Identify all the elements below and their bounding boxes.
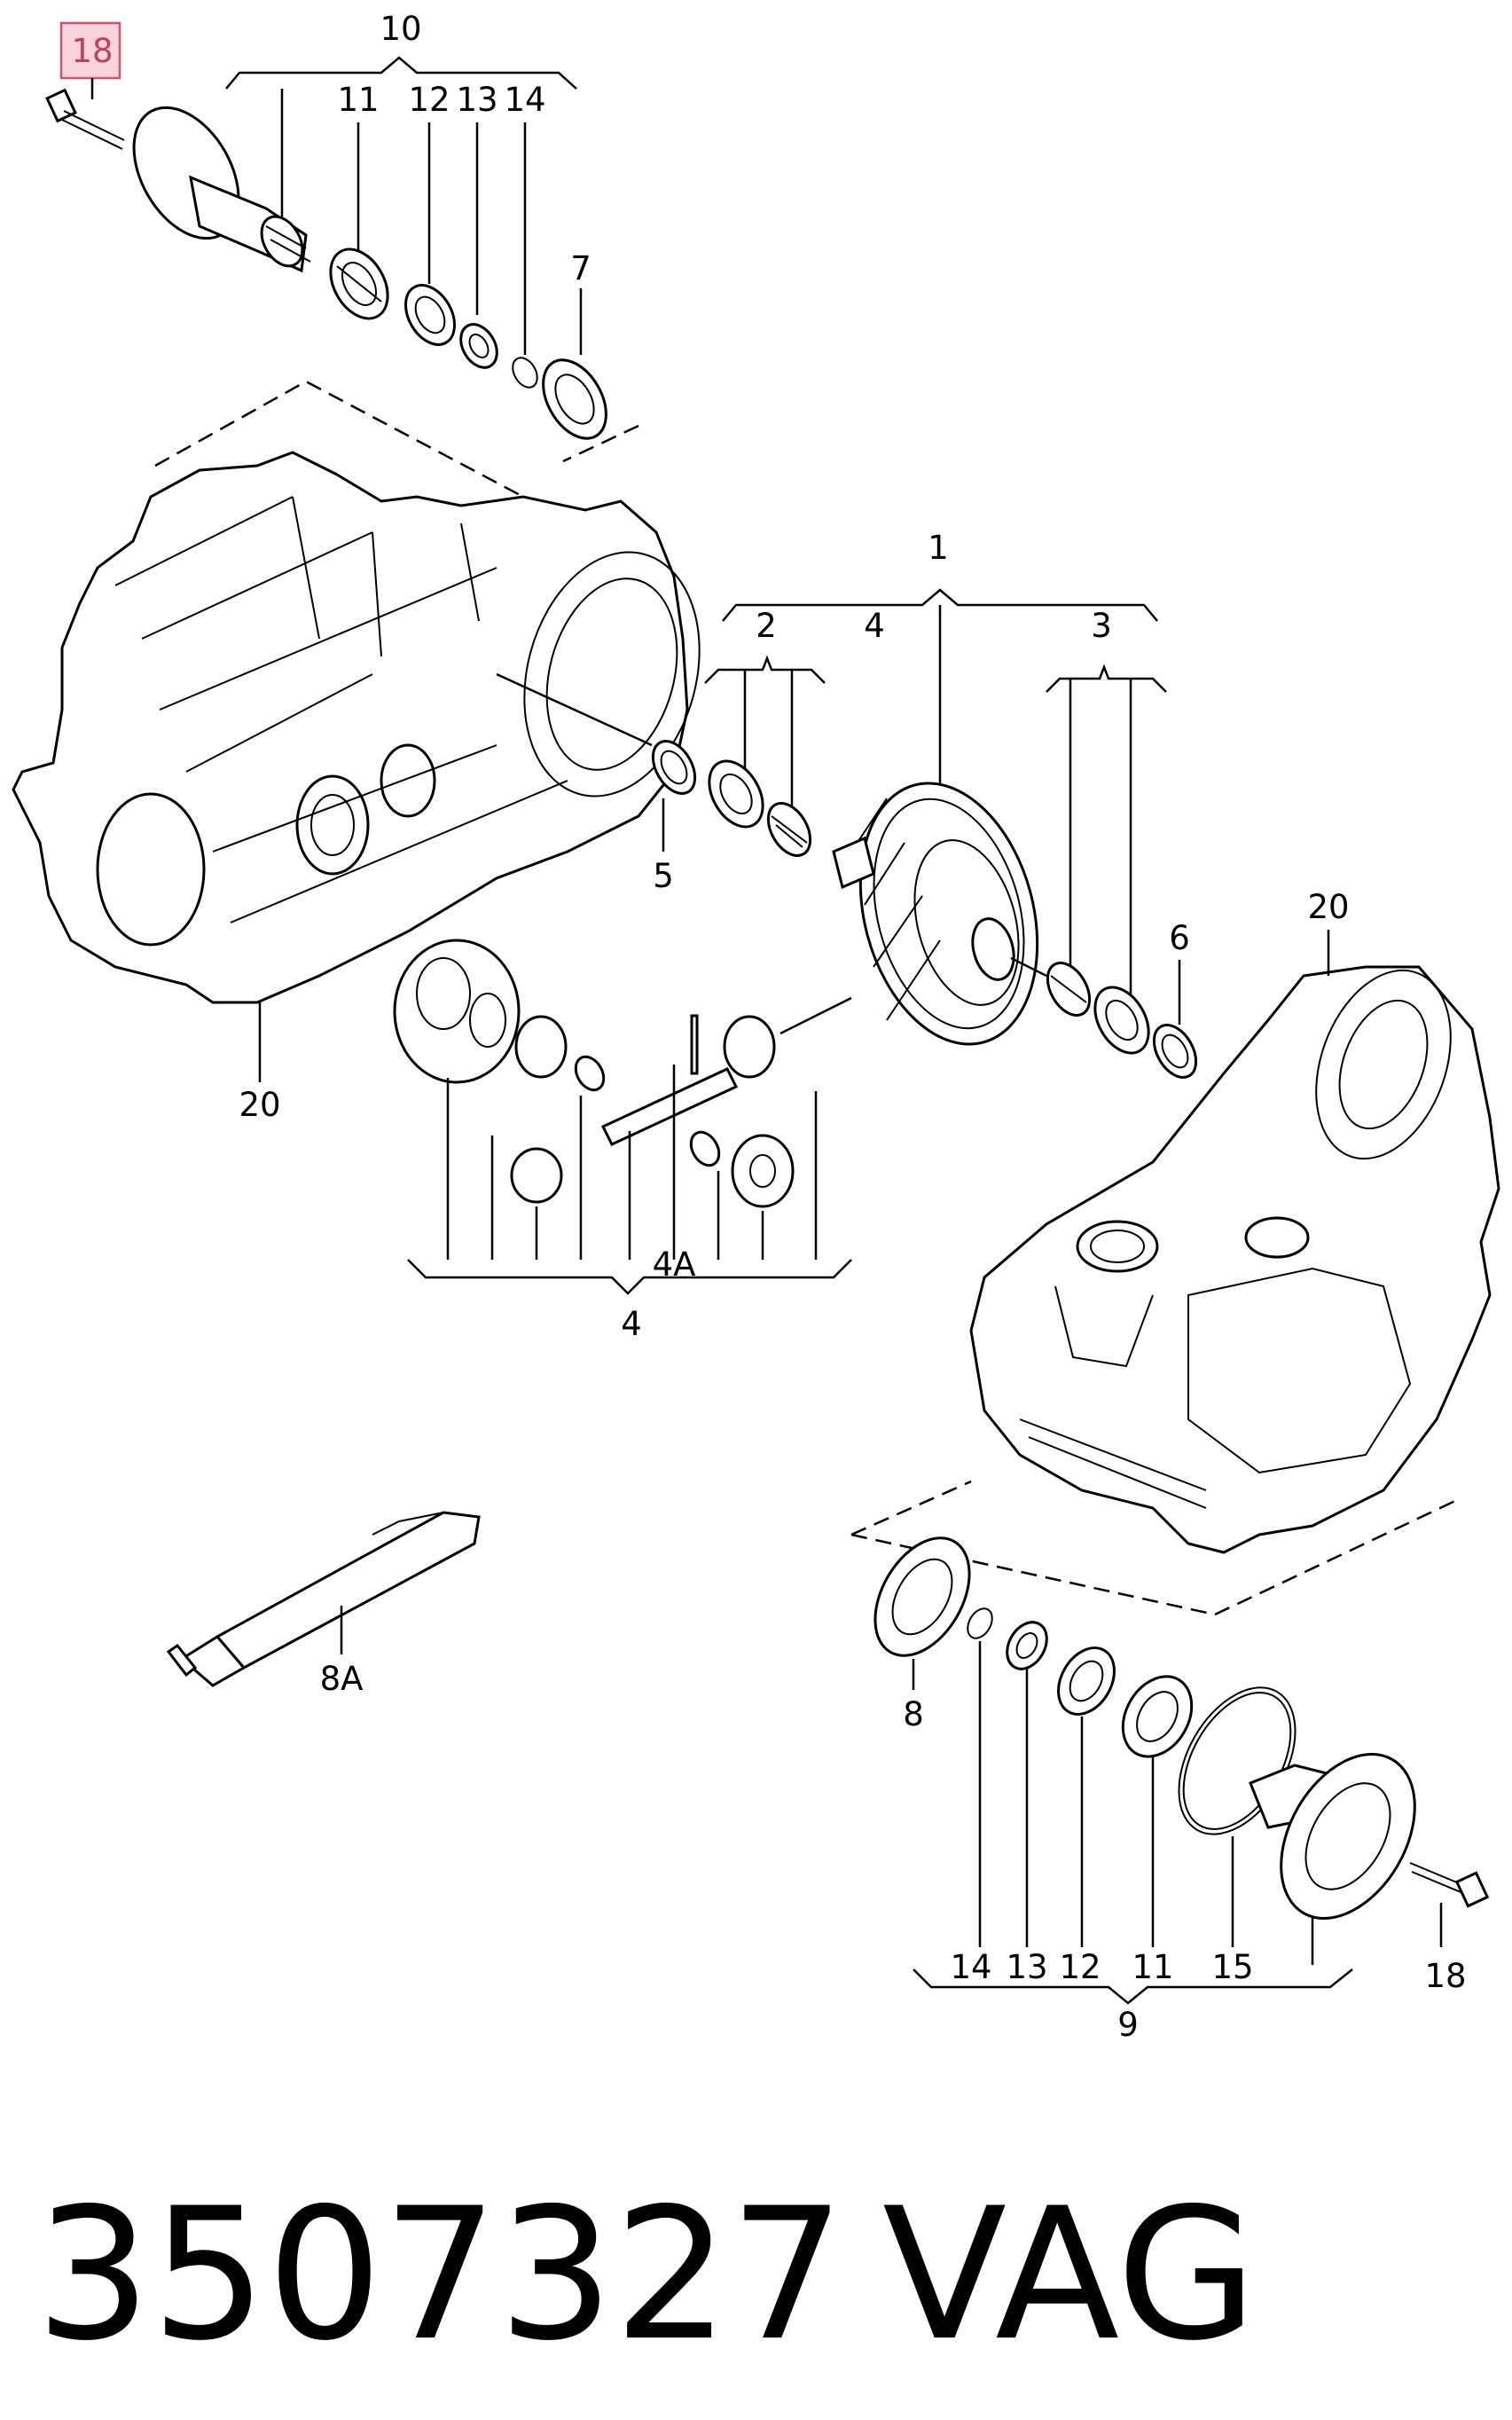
oil-seal-7 xyxy=(542,358,607,440)
callout-c4-bottom: 4 xyxy=(621,1305,642,1343)
planet-gear-left xyxy=(514,1015,568,1079)
taper-bearing-11-top xyxy=(329,248,389,320)
sealant-tube-8a: 8A xyxy=(166,1511,481,1698)
callout-c11-top: 11 xyxy=(337,81,379,119)
callout-c10: 10 xyxy=(380,10,421,48)
callout-c9: 9 xyxy=(1117,2006,1139,2044)
callout-c6: 6 xyxy=(1169,919,1190,957)
callout-c1: 1 xyxy=(928,529,949,567)
callout-c20-right: 20 xyxy=(1307,888,1349,926)
pin-4a xyxy=(690,1014,699,1075)
callout-c4a: 4A xyxy=(653,1245,696,1284)
bearing-race-3 xyxy=(1093,986,1150,1055)
callout-c8a: 8A xyxy=(320,1660,364,1698)
transmission-housing-right: 20 xyxy=(850,888,1500,1616)
callout-c5: 5 xyxy=(653,857,674,895)
oil-seal-8 xyxy=(874,1536,971,1657)
callout-18-highlighted[interactable]: 18 xyxy=(59,21,121,80)
nut-13-top xyxy=(459,323,498,369)
part-number: 3507327 xyxy=(35,2170,845,2381)
planet-gear-right xyxy=(723,1015,776,1079)
crown-wheel xyxy=(832,782,1039,1046)
callout-c13-top: 13 xyxy=(456,81,497,119)
callout-c15: 15 xyxy=(1211,1948,1253,1986)
callout-c18-top: 18 xyxy=(71,32,113,70)
callout-c3: 3 xyxy=(1091,607,1112,645)
callout-c8: 8 xyxy=(903,1695,924,1733)
drive-flange-top xyxy=(132,106,311,273)
callout-c14-top: 14 xyxy=(504,81,545,119)
bolt-18-bottom xyxy=(1409,1862,1490,1908)
side-gear-left xyxy=(510,1147,563,1204)
shim-6 xyxy=(1152,1024,1198,1079)
shim-5: 5 xyxy=(651,740,697,895)
callout-c14-bottom: 14 xyxy=(950,1948,991,1986)
drive-flange-group-bottom: 8 18 14 13 xyxy=(874,1536,1490,2044)
pinion-shaft xyxy=(600,1067,739,1146)
circlip-14-bottom xyxy=(967,1607,993,1639)
bolt-18-top xyxy=(45,78,125,150)
callout-c2: 2 xyxy=(756,607,777,645)
side-gear-right xyxy=(731,1134,795,1208)
callout-c12-bottom: 12 xyxy=(1059,1948,1101,1986)
differential-internals: 4A 4 xyxy=(393,939,852,1343)
bearing-race-12-top xyxy=(404,284,456,346)
callout-c11-bottom: 11 xyxy=(1132,1948,1173,1986)
callout-c20-left: 20 xyxy=(239,1086,280,1124)
callout-c4-top: 4 xyxy=(864,607,885,645)
bearing-race-2 xyxy=(708,759,764,829)
nut-13-bottom xyxy=(1006,1621,1048,1670)
circlip-14-top xyxy=(512,357,538,389)
drive-flange-bottom xyxy=(1249,1753,1416,1920)
bearing-race-12-bottom xyxy=(1057,1646,1116,1716)
callout-c13-bottom: 13 xyxy=(1006,1948,1047,1986)
differential-group: 1 4 2 3 xyxy=(704,529,1198,1079)
transmission-housing-left: 20 xyxy=(12,380,701,1124)
drive-flange-group-top: 10 11 12 13 14 xyxy=(45,10,639,463)
callout-c7: 7 xyxy=(570,249,591,287)
callout-c18-bottom: 18 xyxy=(1424,1957,1466,1995)
brand-name: VAG xyxy=(882,2170,1257,2381)
callout-c12-top: 12 xyxy=(408,81,450,119)
